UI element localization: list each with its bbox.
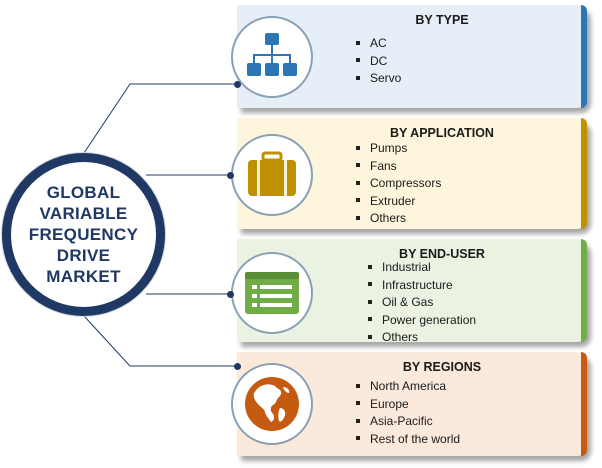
segment-item: AC: [356, 35, 401, 53]
panel-accent-bar: [581, 239, 587, 342]
list-icon: [245, 272, 299, 314]
connector-dot-type: [234, 81, 241, 88]
segment-item: Extruder: [356, 193, 441, 211]
connector-dot-regions: [234, 363, 241, 370]
segment-item: Compressors: [356, 175, 441, 193]
center-title-line: DRIVE: [56, 246, 111, 265]
end-user-icon-circle: [231, 252, 313, 334]
connector-dot-end-user: [227, 291, 234, 298]
segment-item: Industrial: [368, 259, 476, 277]
center-title-line: VARIABLE: [39, 204, 128, 223]
center-title-line: MARKET: [46, 267, 121, 286]
segment-item: Europe: [356, 396, 460, 414]
connector-line-type: [83, 83, 237, 154]
panel-accent-bar: [581, 352, 587, 456]
hierarchy-icon: [247, 33, 297, 76]
segment-item: Oil & Gas: [368, 294, 476, 312]
briefcase-icon: [248, 151, 296, 196]
connector-dot-application: [227, 172, 234, 179]
segment-item-list: AC DC Servo: [356, 35, 401, 88]
segment-item: Pumps: [356, 140, 441, 158]
panel-accent-bar: [581, 118, 587, 229]
segment-item: Others: [356, 210, 441, 228]
regions-icon-circle: [231, 363, 313, 445]
segment-item: Asia-Pacific: [356, 413, 460, 431]
panel-accent-bar: [581, 5, 587, 108]
center-title-line: GLOBAL: [46, 183, 121, 202]
segment-item: DC: [356, 53, 401, 71]
type-icon-circle: [231, 16, 313, 98]
segment-item: Power generation: [368, 312, 476, 330]
segment-item-list: Industrial Infrastructure Oil & Gas Powe…: [368, 259, 476, 347]
segment-title: BY END-USER: [399, 247, 485, 261]
center-title-line: FREQUENCY: [28, 225, 139, 244]
segment-item: Infrastructure: [368, 277, 476, 295]
segment-title: BY REGIONS: [402, 360, 482, 374]
segment-item: North America: [356, 378, 460, 396]
segment-item: Fans: [356, 158, 441, 176]
connector-line-regions: [83, 315, 237, 367]
globe-icon: [245, 377, 299, 431]
segment-item-list: Pumps Fans Compressors Extruder Others: [356, 140, 441, 228]
segment-item-list: North America Europe Asia-Pacific Rest o…: [356, 378, 460, 448]
application-icon-circle: [231, 134, 313, 216]
segment-item: Others: [368, 329, 476, 347]
segment-title: BY APPLICATION: [390, 126, 494, 140]
center-title-circle: GLOBAL VARIABLE FREQUENCY DRIVE MARKET: [2, 153, 165, 316]
segment-title: BY TYPE: [415, 13, 469, 27]
segment-item: Servo: [356, 70, 401, 88]
segment-item: Rest of the world: [356, 431, 460, 449]
